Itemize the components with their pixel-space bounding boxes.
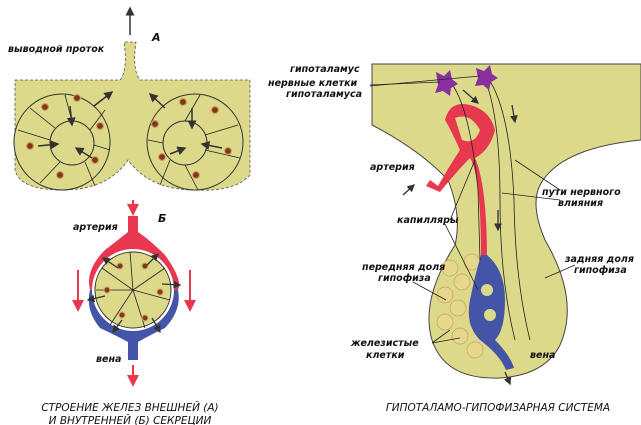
- label-b: Б: [158, 212, 166, 225]
- acinus-left: [13, 91, 114, 191]
- caption-right: ГИПОТАЛАМО-ГИПОФИЗАРНАЯ СИСТЕМА: [386, 402, 610, 414]
- neuron-icon: [475, 65, 498, 90]
- vein-label-right: вена: [530, 350, 555, 361]
- caption-left-line1: СТРОЕНИЕ ЖЕЛЕЗ ВНЕШНЕЙ (А): [41, 401, 218, 414]
- glandular-cells-label-line2: клетки: [366, 350, 405, 361]
- duct-label: выводной проток: [8, 44, 105, 55]
- vein-label-b: вена: [96, 354, 121, 365]
- posterior-lobe-label-line1: задняя доля: [564, 254, 634, 265]
- anterior-lobe-label-line2: гипофиза: [378, 273, 431, 284]
- nerve-paths-label-line2: влияния: [558, 198, 603, 209]
- glandular-cells-label-line1: железистые: [350, 338, 419, 349]
- hypothalamo-pituitary: [369, 63, 641, 386]
- anterior-lobe-label-line1: передняя доля: [362, 262, 445, 273]
- acinus-right: [146, 92, 244, 191]
- nerve-paths-label-line1: пути нервного: [542, 187, 621, 198]
- caption-left-line2: И ВНУТРЕННЕЙ (Б) СЕКРЕЦИИ: [49, 414, 212, 425]
- neuron-icon: [435, 70, 458, 96]
- exocrine-gland: [13, 6, 251, 191]
- label-a: А: [151, 31, 161, 44]
- artery-label-right: артерия: [370, 162, 415, 173]
- capillaries-label: капилляры: [397, 215, 459, 226]
- nerve-cells-label-line1: нервные клетки: [268, 78, 358, 89]
- posterior-lobe-label-line2: гипофиза: [574, 265, 627, 276]
- artery-label-b: артерия: [73, 222, 118, 233]
- nerve-cells-label-line2: гипоталамуса: [286, 89, 362, 100]
- hypothalamus-label: гипоталамус: [290, 64, 360, 75]
- endocrine-gland: [72, 200, 196, 387]
